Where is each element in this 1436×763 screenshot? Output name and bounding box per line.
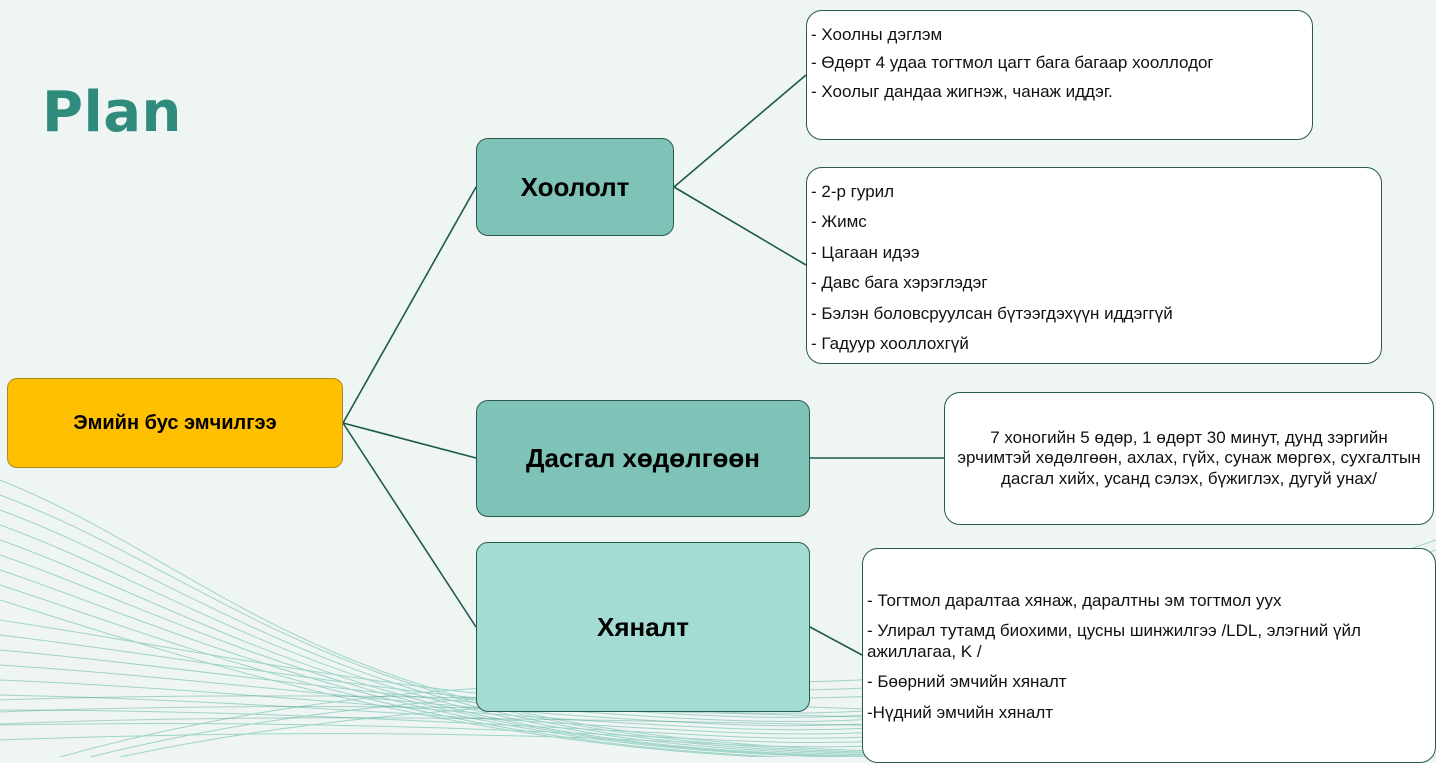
- branch-node-monitoring: Хяналт: [476, 542, 810, 712]
- connector-monitoring-detail: [809, 626, 863, 656]
- branch-node-label: Дасгал хөдөлгөөн: [525, 443, 760, 473]
- connector-root-monitoring: [342, 422, 477, 628]
- detail-box-monitoring: - Тогтмол даралтаа хянаж, даралтны эм то…: [862, 548, 1436, 763]
- detail-box-diet-regimen: - Хоолны дэглэм - Өдөрт 4 удаа тогтмол ц…: [806, 10, 1313, 140]
- branch-node-label: Хяналт: [597, 611, 689, 642]
- detail-list: - Тогтмол даралтаа хянаж, даралтны эм то…: [867, 591, 1427, 723]
- detail-item: - Жимс: [811, 212, 867, 232]
- detail-item: - Бөөрний эмчийн хяналт: [867, 672, 1067, 692]
- detail-item: - Гадуур хооллохгүй: [811, 333, 969, 353]
- detail-item: - Давс бага хэрэглэдэг: [811, 273, 988, 293]
- detail-item: - Өдөрт 4 удаа тогтмол цагт бага багаар …: [811, 53, 1214, 73]
- detail-item: - Хоолыг дандаа жигнэж, чанаж иддэг.: [811, 81, 1113, 101]
- detail-box-food-choices: - 2-р гурил - Жимс - Цагаан идээ - Давс …: [806, 167, 1382, 364]
- detail-item: -Нүдний эмчийн хяналт: [867, 702, 1054, 722]
- root-node: Эмийн бус эмчилгээ: [7, 378, 343, 468]
- connector-root-exercise: [342, 422, 477, 459]
- branch-node-exercise: Дасгал хөдөлгөөн: [476, 400, 810, 517]
- detail-item: - Бэлэн боловсруулсан бүтээгдэхүүн иддэг…: [811, 303, 1173, 323]
- detail-item: - 2-р гурил: [811, 182, 895, 201]
- branch-node-nutrition: Хоололт: [476, 138, 674, 236]
- connector-root-nutrition: [342, 186, 477, 424]
- detail-box-exercise: 7 хоногийн 5 өдөр, 1 өдөрт 30 минут, дун…: [944, 392, 1434, 525]
- detail-text: 7 хоногийн 5 өдөр, 1 өдөрт 30 минут, дун…: [957, 427, 1421, 488]
- detail-item: - Улирал тутамд биохими, цусны шинжилгээ…: [867, 621, 1361, 661]
- branch-node-label: Хоололт: [520, 171, 630, 202]
- detail-list: - 2-р гурил - Жимс - Цагаан идээ - Давс …: [811, 182, 1373, 354]
- connector-nutrition-detail-1: [673, 74, 807, 188]
- connector-nutrition-detail-2: [673, 186, 807, 266]
- detail-item: - Цагаан идээ: [811, 242, 920, 262]
- detail-item: - Тогтмол даралтаа хянаж, даралтны эм то…: [867, 591, 1282, 610]
- detail-item: - Хоолны дэглэм: [811, 25, 943, 44]
- slide-title: Plan: [42, 80, 182, 145]
- detail-list: - Хоолны дэглэм - Өдөрт 4 удаа тогтмол ц…: [811, 25, 1304, 102]
- root-node-label: Эмийн бус эмчилгээ: [73, 411, 277, 434]
